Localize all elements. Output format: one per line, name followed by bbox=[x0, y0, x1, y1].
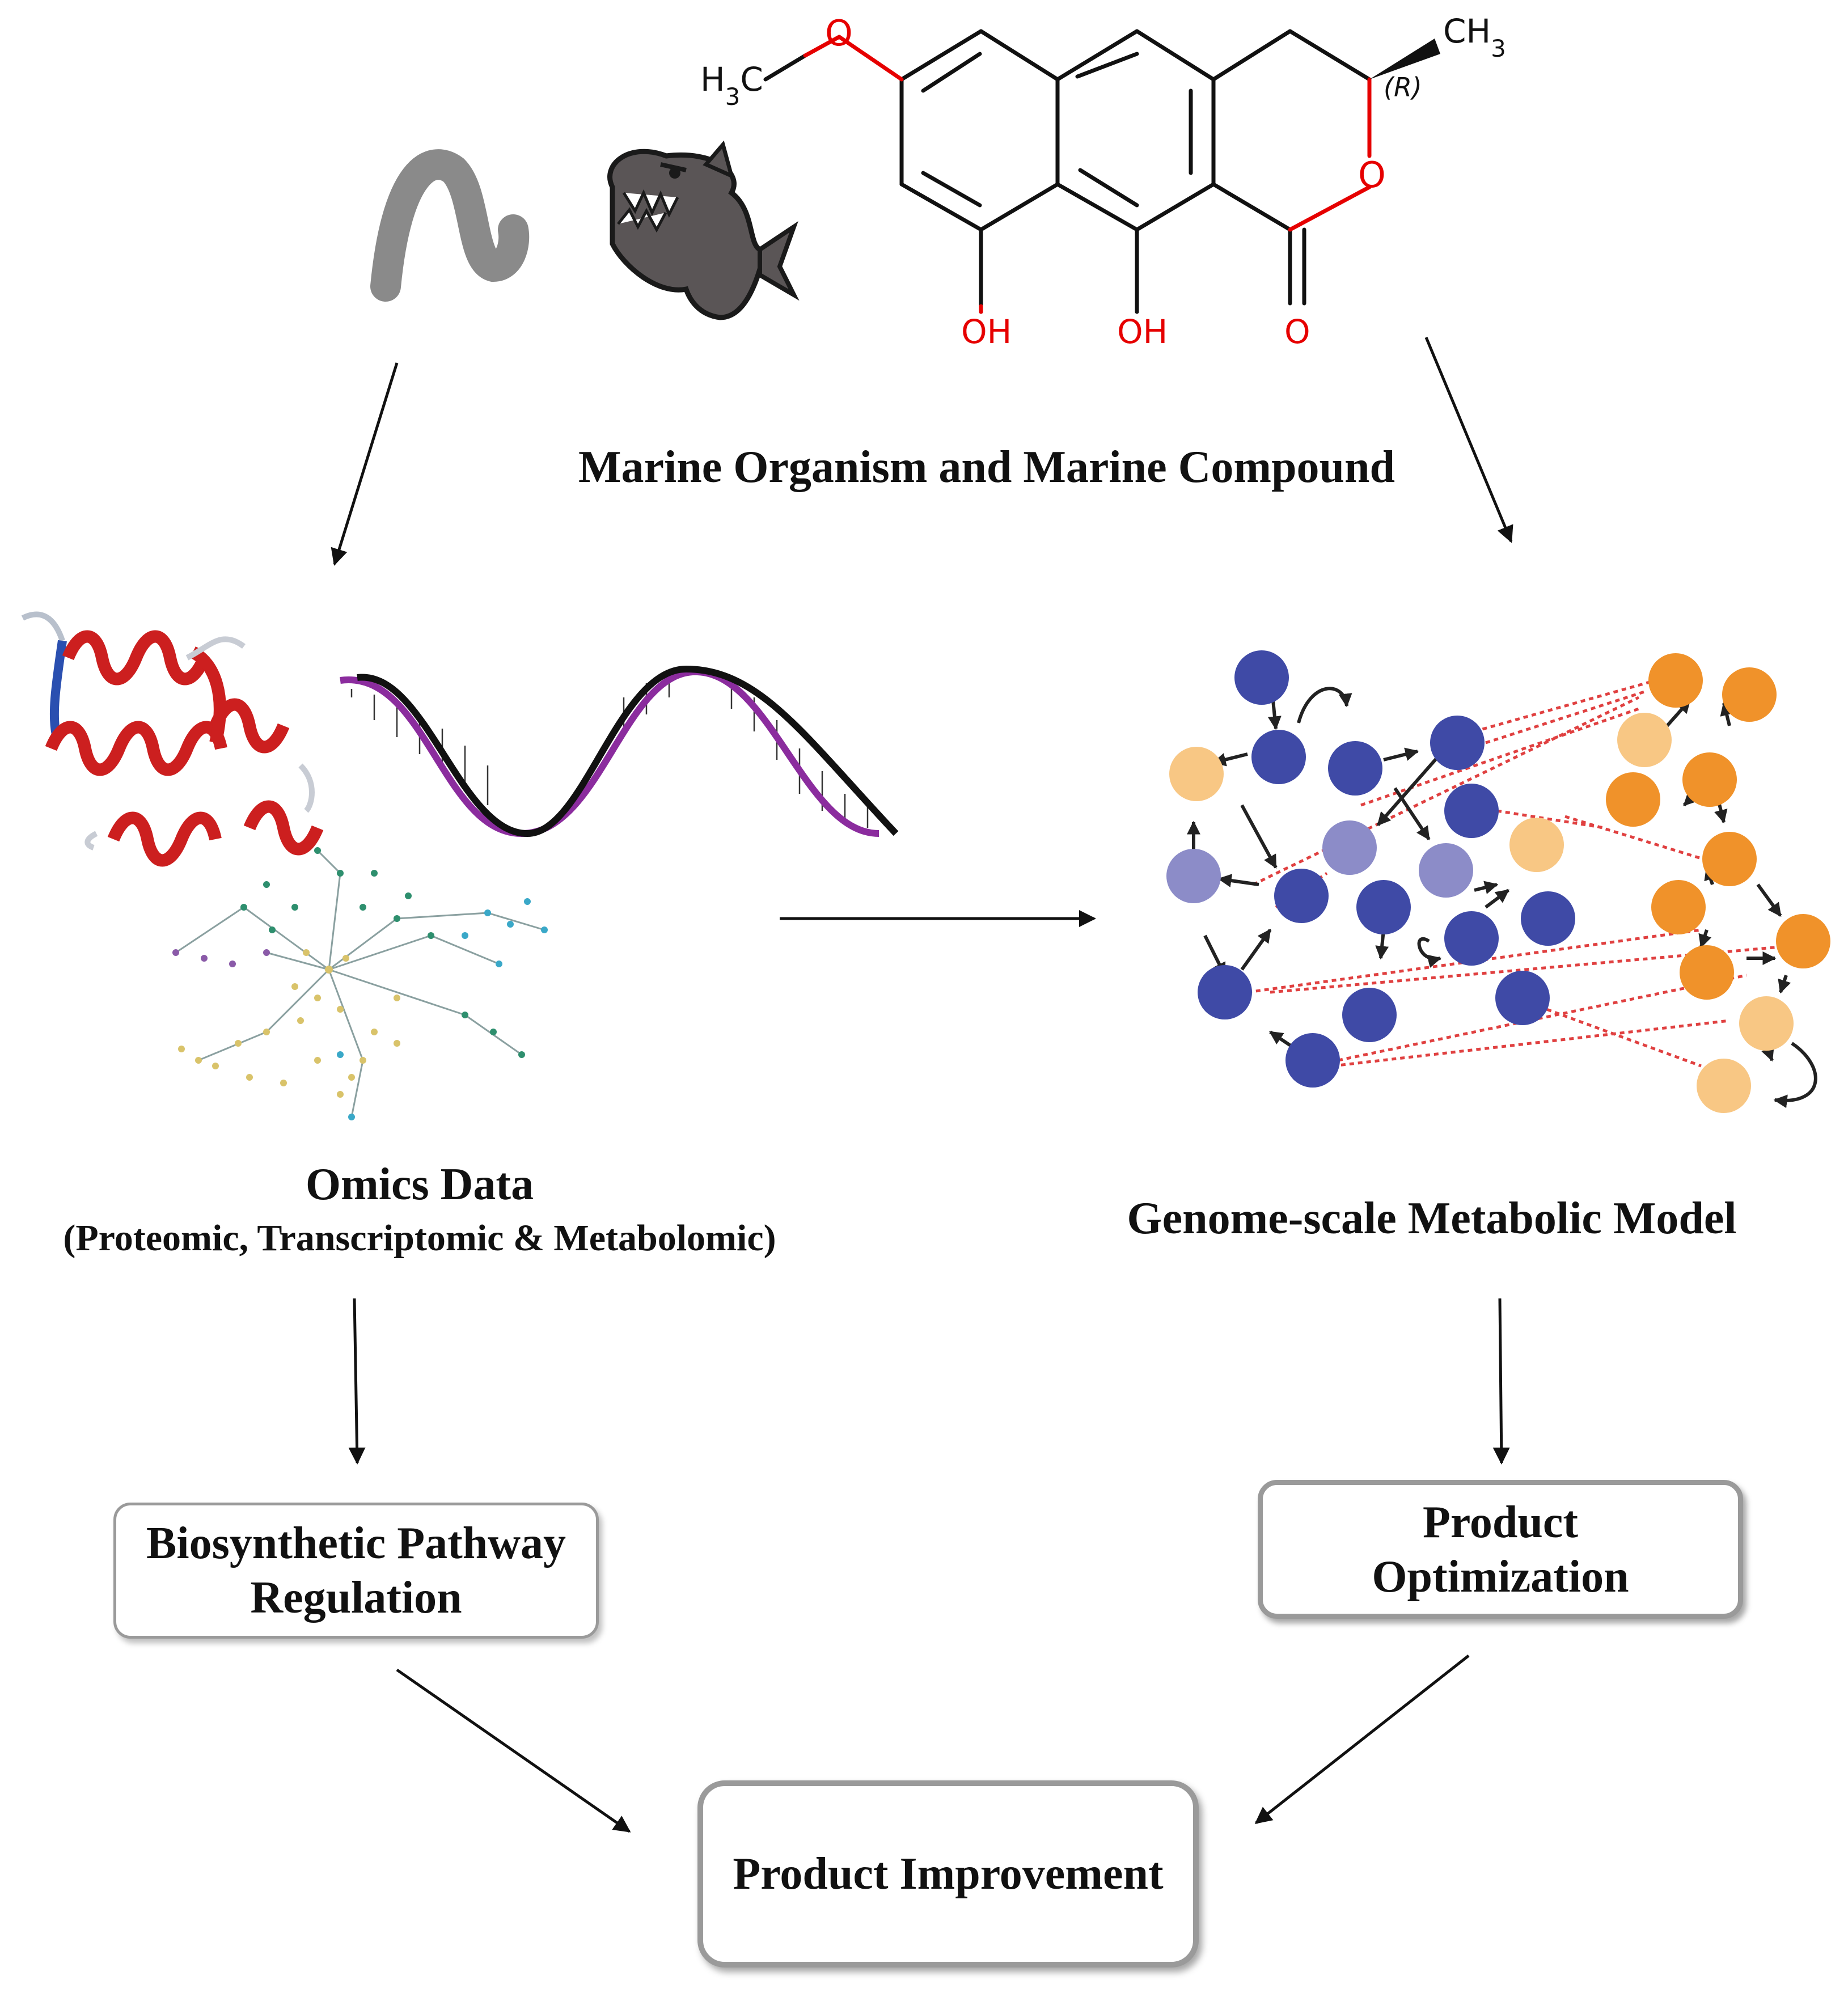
ring-oxygen: O bbox=[1358, 154, 1386, 196]
product-improvement-box: Product Improvement bbox=[697, 1780, 1199, 1968]
worm-icon bbox=[370, 149, 530, 302]
methoxy-oxygen: O bbox=[825, 12, 853, 54]
optimization-line-1: Product bbox=[1422, 1497, 1579, 1547]
hydroxyl-1: OH bbox=[961, 312, 1012, 351]
source-label: Marine Organism and Marine Compound bbox=[578, 442, 1395, 492]
arrow-compound-to-gsmm bbox=[1424, 337, 1513, 543]
dna-helix-icon bbox=[340, 665, 899, 837]
metabolite-network-icon bbox=[172, 847, 548, 1120]
arrow-organism-to-omics bbox=[331, 362, 399, 566]
product-optimization-box: Product Optimization bbox=[1258, 1480, 1743, 1619]
methyl-right-label: CH3 bbox=[1443, 12, 1506, 62]
methyl-left-label: H3C bbox=[700, 60, 763, 111]
improvement-label: Product Improvement bbox=[733, 1849, 1164, 1899]
arrow-regulation-to-improvement bbox=[396, 1668, 631, 1833]
biosynthetic-line-2: Regulation bbox=[250, 1573, 462, 1623]
arrow-omics-to-regulation bbox=[348, 1298, 366, 1465]
protein-ribbon-icon bbox=[21, 611, 324, 867]
piranha-icon bbox=[607, 140, 800, 320]
arrow-optimization-to-improvement bbox=[1254, 1655, 1470, 1824]
arrow-gsmm-to-optimization bbox=[1492, 1298, 1510, 1465]
stereo-descriptor: (R) bbox=[1384, 72, 1422, 103]
gsmm-label: Genome-scale Metabolic Model bbox=[1127, 1194, 1736, 1243]
biosynthetic-pathway-box: Biosynthetic Pathway Regulation bbox=[113, 1503, 599, 1639]
optimization-line-2: Optimization bbox=[1372, 1551, 1629, 1602]
chemical-structure: O H3C CH3 (R) O OH OH O bbox=[700, 12, 1506, 351]
carbonyl-oxygen: O bbox=[1284, 312, 1310, 351]
biosynthetic-line-1: Biosynthetic Pathway bbox=[146, 1518, 566, 1568]
omics-title: Omics Data bbox=[306, 1160, 534, 1209]
omics-subtitle: (Proteomic, Transcriptomic & Metabolomic… bbox=[63, 1217, 776, 1259]
metabolic-network-graph bbox=[1166, 650, 1830, 1113]
hydroxyl-2: OH bbox=[1117, 312, 1168, 351]
